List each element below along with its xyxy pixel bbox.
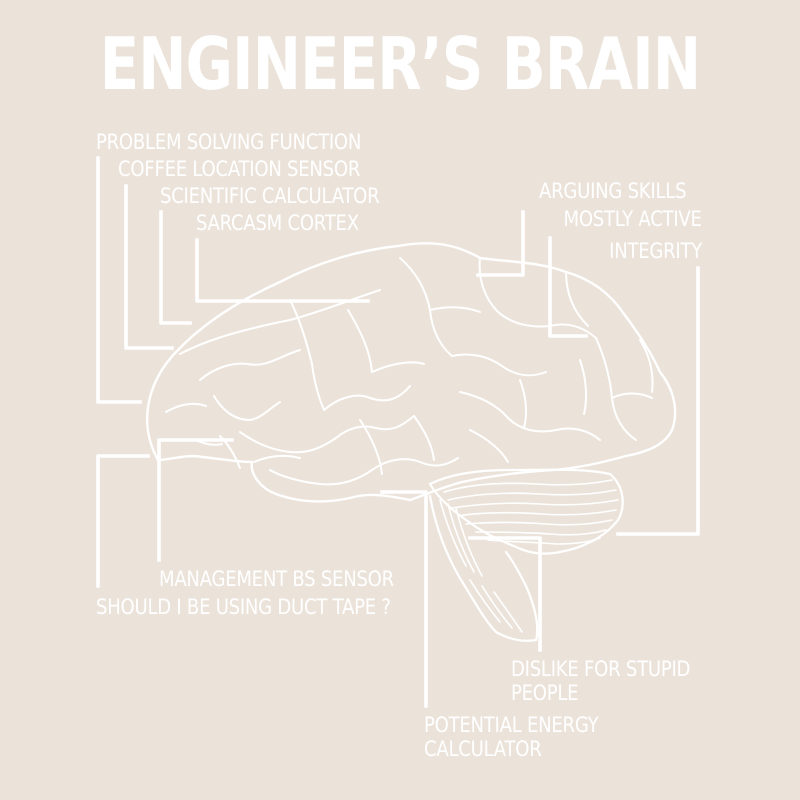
label-dislike-line2: PEOPLE	[511, 681, 579, 705]
leader-arguing-skills	[476, 210, 525, 277]
leader-management-bs	[157, 438, 234, 562]
label-duct-tape: SHOULD I BE USING DUCT TAPE ?	[96, 595, 391, 619]
label-integrity: INTEGRITY	[609, 239, 702, 263]
label-coffee-sensor: COFFEE LOCATION SENSOR	[118, 157, 361, 181]
label-sarcasm-cortex: SARCASM CORTEX	[196, 211, 359, 235]
leader-coffee-sensor	[124, 184, 174, 350]
leader-duct-tape	[96, 454, 150, 588]
label-mostly-active: MOSTLY ACTIVE	[563, 207, 702, 231]
cerebellum-outline	[428, 468, 624, 555]
label-dislike-line1: DISLIKE FOR STUPID	[511, 657, 691, 681]
cerebellum-folia	[439, 479, 619, 633]
cerebrum-outline	[145, 242, 677, 503]
leader-mostly-active	[548, 236, 588, 338]
poster-title: ENGINEER’S BRAIN	[99, 22, 701, 106]
leader-integrity	[616, 266, 700, 536]
leader-lines	[96, 156, 700, 708]
gyri-lines	[165, 257, 654, 486]
leader-scientific-calculator	[159, 210, 192, 325]
label-problem-solving: PROBLEM SOLVING FUNCTION	[96, 130, 362, 154]
leader-potential-energy	[380, 490, 428, 708]
label-management-bs: MANAGEMENT BS SENSOR	[159, 567, 394, 591]
label-potential-line1: POTENTIAL ENERGY	[424, 713, 599, 737]
brain-stem-outline	[428, 494, 539, 642]
label-arguing-skills: ARGUING SKILLS	[538, 179, 687, 203]
label-scientific-calculator: SCIENTIFIC CALCULATOR	[160, 184, 380, 208]
label-potential-line2: CALCULATOR	[424, 737, 542, 761]
leader-dislike-stupid	[468, 536, 542, 652]
leader-sarcasm-cortex	[195, 238, 370, 303]
leader-problem-solving	[96, 156, 142, 404]
